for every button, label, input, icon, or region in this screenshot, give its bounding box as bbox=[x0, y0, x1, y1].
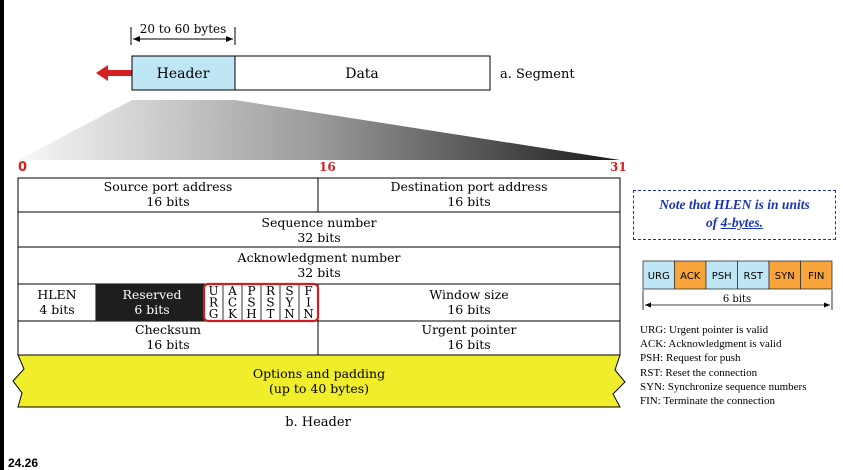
flag-bar-cell-syn bbox=[768, 260, 801, 290]
flag-bar-label-rst: RST bbox=[744, 271, 764, 282]
legend-urg: URG: Urgent pointer is valid bbox=[640, 324, 769, 336]
flag-bit-letter: U bbox=[208, 284, 218, 298]
bit-position-31: 31 bbox=[610, 160, 627, 174]
figure-number: 24.26 bbox=[8, 456, 39, 470]
checksum-size: 16 bits bbox=[146, 337, 189, 352]
flag-bit-letter: H bbox=[246, 307, 256, 321]
flag-bar-label-fin: FIN bbox=[808, 271, 824, 282]
expansion-trapezoid bbox=[18, 100, 620, 160]
flag-bar-label-urg: URG bbox=[648, 271, 670, 282]
note-of: of bbox=[706, 215, 718, 230]
flag-bit-letter: T bbox=[266, 307, 274, 321]
flag-bit-letter: R bbox=[209, 296, 219, 310]
sequence-title: Sequence number bbox=[261, 215, 376, 230]
options-padding-box bbox=[12, 354, 626, 408]
ack-title: Acknowledgment number bbox=[237, 250, 401, 265]
flag-bit-letter: S bbox=[266, 296, 274, 310]
hlen-title: HLEN bbox=[37, 287, 76, 302]
segment-size-dimension: 20 to 60 bytes bbox=[130, 22, 236, 45]
note-unit: 4-bytes. bbox=[720, 215, 763, 230]
bit-position-0: 0 bbox=[18, 160, 27, 175]
legend-rst: RST: Reset the connection bbox=[640, 366, 758, 379]
segment-header-label: Header bbox=[157, 66, 210, 82]
red-left-arrow-icon bbox=[96, 65, 132, 81]
flag-bar-cell-fin bbox=[800, 260, 833, 290]
sequence-size: 32 bits bbox=[297, 230, 340, 245]
note-hlen: HLEN bbox=[714, 197, 752, 212]
left-edge-bar bbox=[0, 0, 4, 470]
flag-bit-letter: Y bbox=[285, 296, 295, 310]
flag-bit-urg: URG bbox=[208, 284, 219, 321]
header-table bbox=[17, 177, 621, 356]
dest-port-size: 16 bits bbox=[447, 194, 490, 209]
flag-bit-letter: I bbox=[306, 296, 311, 310]
flag-bit-syn: SYN bbox=[279, 284, 295, 321]
reserved-title: Reserved bbox=[122, 287, 181, 302]
segment-data-box bbox=[234, 55, 491, 91]
note-prefix: Note that bbox=[659, 197, 711, 212]
flag-bar-cell-rst bbox=[737, 260, 770, 290]
ack-size: 32 bits bbox=[297, 265, 340, 280]
urgent-title: Urgent pointer bbox=[422, 322, 517, 337]
source-port-title: Source port address bbox=[104, 179, 233, 194]
flag-bit-letter: N bbox=[303, 307, 314, 321]
urgent-size: 16 bits bbox=[447, 337, 490, 352]
flag-bit-letter: P bbox=[247, 284, 255, 298]
legend-fin: FIN: Terminate the connection bbox=[640, 395, 775, 408]
hlen-size: 4 bits bbox=[39, 302, 74, 317]
legend-ack: ACK: Acknowledgment is valid bbox=[640, 338, 782, 351]
flag-bit-letter: F bbox=[304, 284, 312, 298]
flag-bit-letter: N bbox=[284, 307, 295, 321]
flag-bar-label-syn: SYN bbox=[775, 271, 795, 282]
note-middle: is in units bbox=[754, 197, 810, 212]
flag-bit-letter: G bbox=[209, 307, 219, 321]
flag-bit-letter: S bbox=[285, 284, 293, 298]
segment-caption: a. Segment bbox=[500, 67, 575, 82]
window-title: Window size bbox=[429, 287, 508, 302]
dest-port-title: Destination port address bbox=[390, 179, 547, 194]
flag-bit-rst: RST bbox=[260, 284, 276, 321]
options-title: Options and padding bbox=[253, 366, 385, 381]
legend-syn: SYN: Synchronize sequence numbers bbox=[640, 380, 807, 393]
flag-bits-outline bbox=[202, 282, 320, 323]
segment-size-label: 20 to 60 bytes bbox=[140, 22, 227, 36]
flag-bar-cell-urg bbox=[642, 260, 675, 290]
reserved-size: 6 bits bbox=[134, 302, 169, 317]
options-size: (up to 40 bytes) bbox=[269, 381, 369, 396]
flag-bit-letter: R bbox=[266, 284, 276, 298]
bit-position-16: 16 bbox=[319, 160, 336, 174]
flag-bar-cell-ack bbox=[674, 260, 707, 290]
flag-bit-ack: ACK bbox=[222, 284, 238, 321]
flag-bit-letter: S bbox=[247, 296, 255, 310]
checksum-title: Checksum bbox=[135, 322, 201, 337]
flag-bar-dimension: 6 bits bbox=[642, 290, 833, 310]
flag-bit-fin: FIN bbox=[298, 284, 314, 321]
flag-bit-letter: C bbox=[228, 296, 237, 310]
window-size: 16 bits bbox=[447, 302, 490, 317]
flag-bar-label-psh: PSH bbox=[712, 271, 732, 282]
header-caption: b. Header bbox=[285, 415, 351, 430]
flag-bar-label-ack: ACK bbox=[680, 271, 701, 282]
reserved-field-box bbox=[96, 284, 204, 321]
flag-bar: URG ACK PSH RST SYN FIN bbox=[642, 260, 833, 290]
flag-legend: URG: Urgent pointer is valid ACK: Acknow… bbox=[640, 323, 807, 408]
hlen-note: Note that HLEN is in units of 4-bytes. bbox=[633, 190, 836, 240]
flag-bit-letter: K bbox=[228, 307, 238, 321]
segment-data-label: Data bbox=[345, 66, 379, 82]
legend-psh: PSH: Request for push bbox=[640, 352, 741, 365]
segment-header-box bbox=[131, 55, 236, 91]
source-port-size: 16 bits bbox=[146, 194, 189, 209]
flag-bar-size-label: 6 bits bbox=[723, 294, 751, 305]
flag-bit-letter: A bbox=[227, 284, 237, 298]
flag-bit-psh: PSH bbox=[241, 284, 257, 321]
